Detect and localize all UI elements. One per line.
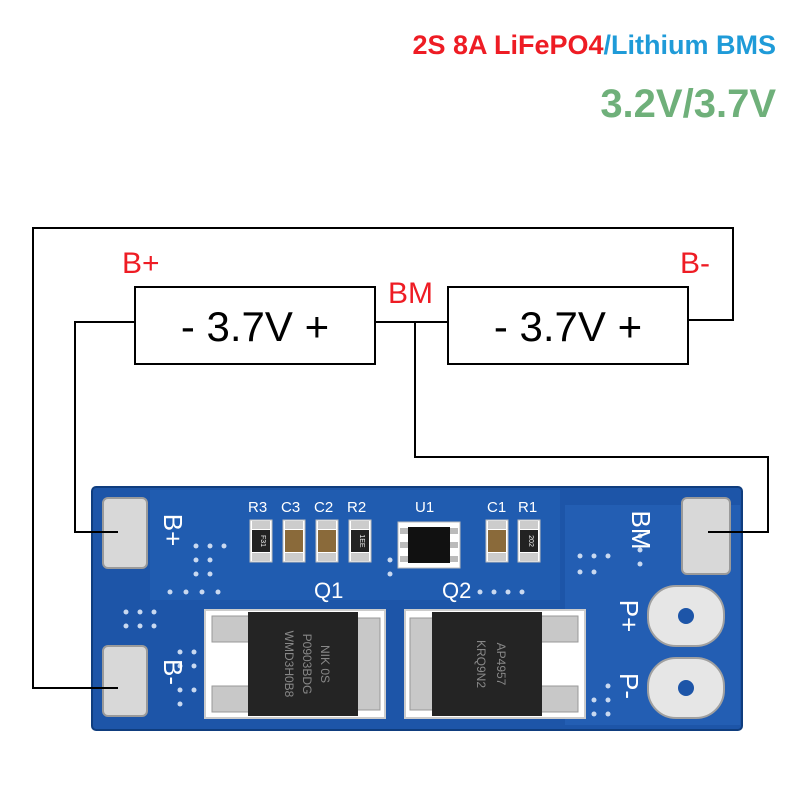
label-bminus: B- [680,247,710,280]
silk-r1: R1 [518,499,537,516]
label-bplus: B+ [122,247,160,280]
q1-marking-2: P0903BDG [300,634,314,695]
silk-bminus: B- [158,659,188,685]
silk-r3: R3 [248,499,267,516]
cell-1-box [134,286,376,365]
silk-u1: U1 [415,499,434,516]
q2-marking-2: KRQ9N2 [474,640,488,688]
mosfet-q2: AP4957 KRQ9N2 [404,609,586,719]
r1-code: 202 [527,535,534,547]
cell-2-label: - 3.7V + [494,303,642,350]
label-bm: BM [388,277,433,310]
q1-marking-1: NIK 0S [318,645,332,683]
silk-bplus: B+ [158,514,188,547]
voltage-subtitle: 3.2V/3.7V [600,82,776,126]
silk-pplus: P+ [614,600,644,633]
title-part-chemistry: 2S 8A LiFePO4 [412,30,604,60]
silk-r2: R2 [347,499,366,516]
pad-bm [681,497,731,575]
mosfet-q1: NIK 0S P0903BDG WMD3H0B8 [204,609,386,719]
smd-components: F31 1EE 202 [249,519,541,563]
silk-pminus: P- [614,673,644,699]
cell-1-label: - 3.7V + [181,303,329,350]
chip-u1 [397,521,461,569]
vias [123,533,643,717]
silk-q1: Q1 [314,578,343,603]
cell-2-box [447,286,689,365]
silk-bm: BM [626,511,656,550]
r2-code: 1EE [358,534,365,548]
silk-q2: Q2 [442,578,471,603]
silk-c2: C2 [314,499,333,516]
bms-board: B+ B- BM P+ P- R3 C3 C2 R2 U1 C1 R1 Q1 Q… [91,486,743,731]
pad-bminus [102,645,148,717]
r3-code: F31 [259,535,266,547]
product-title: 2S 8A LiFePO4/Lithium BMS [412,30,776,61]
silk-c3: C3 [281,499,300,516]
title-part-type: /Lithium BMS [603,30,776,60]
q1-marking-3: WMD3H0B8 [282,631,296,698]
silk-c1: C1 [487,499,506,516]
q2-marking-1: AP4957 [494,643,508,686]
